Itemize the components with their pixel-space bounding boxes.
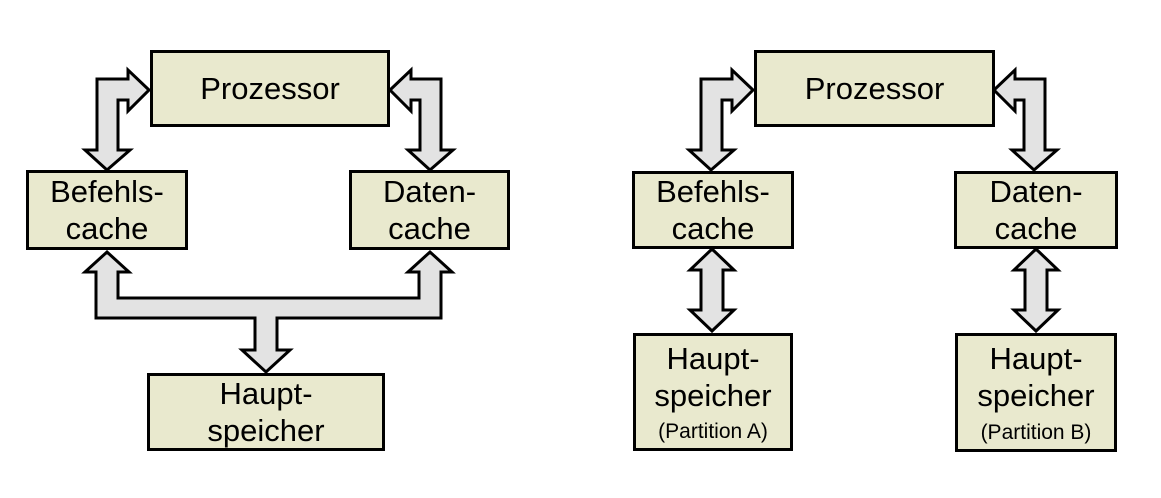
instruction-cache-label-line2: cache — [65, 211, 149, 246]
partition-b-note: (Partition B) — [980, 420, 1092, 444]
main-memory-label-line2: speicher — [977, 378, 1095, 414]
arrow-data-cache-main-memory-b — [1010, 246, 1062, 334]
partition-a-note: (Partition A) — [658, 420, 768, 444]
main-memory-partition-b-box: Haupt- speicher (Partition B) — [955, 333, 1117, 452]
processor-label: Prozessor — [804, 70, 945, 106]
arrow-processor-instruction-cache-left-diagram — [81, 66, 152, 173]
main-memory-box-left-diagram: Haupt- speicher — [147, 373, 385, 451]
arrow-processor-instruction-cache-right-diagram — [685, 66, 756, 173]
arrow-instruction-cache-main-memory-a — [686, 246, 738, 334]
data-cache-label-line2: cache — [388, 211, 471, 246]
data-cache-box-right-diagram: Daten- cache — [954, 171, 1118, 249]
main-memory-label-line1: Haupt- — [219, 375, 313, 411]
arrow-processor-data-cache-right-diagram — [991, 66, 1062, 173]
arrow-processor-data-cache-left-diagram — [387, 66, 458, 173]
main-memory-label-line1: Haupt- — [666, 340, 760, 376]
main-memory-label-line2: speicher — [654, 377, 772, 413]
processor-label: Prozessor — [200, 70, 340, 106]
main-memory-label-line2: speicher — [207, 413, 325, 448]
instruction-cache-label-line1: Befehls- — [656, 173, 770, 209]
data-cache-label-line1: Daten- — [989, 173, 1083, 209]
instruction-cache-label-line2: cache — [671, 211, 755, 246]
main-memory-partition-a-box: Haupt- speicher (Partition A) — [633, 333, 793, 451]
instruction-cache-box-left-diagram: Befehls- cache — [26, 170, 188, 250]
data-cache-label-line1: Daten- — [382, 173, 477, 209]
instruction-cache-label-line1: Befehls- — [50, 173, 164, 209]
main-memory-label-line1: Haupt- — [989, 341, 1083, 377]
processor-box-right-diagram: Prozessor — [754, 50, 995, 127]
instruction-cache-box-right-diagram: Befehls- cache — [632, 171, 794, 249]
processor-box-left-diagram: Prozessor — [150, 50, 390, 127]
arrow-caches-main-memory-trident — [81, 249, 456, 375]
data-cache-box-left-diagram: Daten- cache — [349, 170, 510, 250]
data-cache-label-line2: cache — [994, 211, 1078, 246]
